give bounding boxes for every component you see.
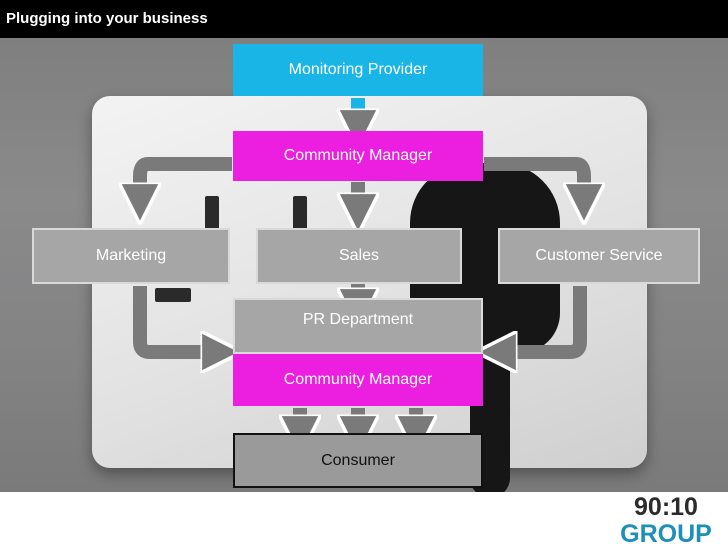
arrow-marketing-to-pr	[133, 286, 206, 352]
node-community-manager-bottom: Community Manager	[233, 354, 483, 406]
node-sales: Sales	[256, 228, 462, 284]
arrow-cm-to-customer-service	[484, 157, 584, 188]
socket-slot	[293, 196, 307, 232]
node-marketing: Marketing	[32, 228, 230, 284]
arrow-customer-service-to-pr	[512, 286, 587, 352]
node-consumer: Consumer	[233, 433, 483, 488]
title-bar: Plugging into your business	[0, 0, 728, 38]
slide-title: Plugging into your business	[6, 10, 208, 27]
arrow-cm-to-marketing	[140, 157, 232, 188]
node-monitoring-provider: Monitoring Provider	[233, 44, 483, 96]
socket-slot	[155, 288, 191, 302]
logo-line-2: GROUP	[620, 520, 712, 546]
node-customer-service: Customer Service	[498, 228, 700, 284]
company-logo: 90:10 GROUP	[604, 492, 728, 548]
node-pr-department: PR Department	[233, 298, 483, 354]
socket-slot	[205, 196, 219, 232]
node-community-manager-top: Community Manager	[233, 131, 483, 181]
logo-line-1: 90:10	[634, 493, 698, 521]
